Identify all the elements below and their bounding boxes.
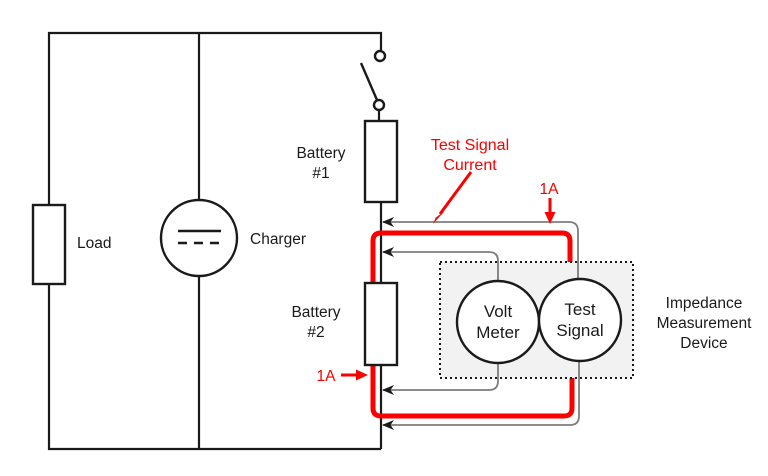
arrowhead-icon	[382, 385, 394, 395]
current-bottom-label: 1A	[317, 368, 337, 385]
load-resistor	[31, 203, 67, 286]
test-signal-label: Test	[564, 300, 595, 319]
components	[31, 49, 399, 367]
sense-wire-voltmeter-bottom	[383, 361, 499, 391]
sense-wire-test-signal-top	[383, 221, 579, 279]
impedance-device-label2: Measurement	[657, 315, 752, 332]
test-signal-current-arrow	[438, 171, 473, 215]
arrowhead-icon	[356, 369, 368, 381]
labels: Load Charger Battery #1 Battery #2 Volt …	[77, 137, 752, 385]
charger-source	[159, 198, 239, 278]
volt-meter-label: Volt	[484, 302, 513, 321]
test-signal-source	[537, 277, 623, 363]
red-annotation-arrows	[341, 171, 556, 381]
switch-contact-top	[373, 49, 387, 63]
test-signal-label2: Signal	[556, 321, 603, 340]
volt-meter-label2: Meter	[476, 323, 520, 342]
sense-wires	[382, 217, 580, 430]
test-signal-current-label2: Current	[443, 157, 497, 174]
volt-meter	[455, 279, 541, 365]
top-rail-wire	[47, 31, 383, 205]
battery1-number: #1	[312, 165, 329, 182]
main-circuit-wires	[47, 31, 383, 451]
load-label: Load	[77, 235, 111, 252]
arrowhead-icon	[433, 211, 445, 224]
bottom-rail-wire	[47, 284, 381, 451]
arrowhead-icon	[382, 420, 394, 430]
current-top-label: 1A	[540, 181, 560, 198]
battery-1	[363, 119, 399, 204]
impedance-device-label3: Device	[680, 335, 727, 352]
battery1-label: Battery	[296, 145, 345, 162]
sense-wire-voltmeter-top	[383, 251, 499, 281]
battery2-label: Battery	[291, 304, 340, 321]
switch-open	[359, 49, 387, 112]
switch-contact-bottom	[372, 98, 386, 112]
test-signal-current-label: Test Signal	[431, 137, 509, 154]
sense-wire-test-signal-bottom	[383, 361, 580, 426]
switch-blade	[359, 62, 379, 101]
impedance-device-label: Impedance	[666, 295, 743, 312]
battery-2	[363, 281, 399, 367]
charger-label: Charger	[250, 231, 306, 248]
arrowhead-icon	[544, 212, 556, 224]
arrowhead-icon	[382, 217, 394, 227]
arrowhead-icon	[382, 247, 394, 257]
battery2-number: #2	[307, 324, 324, 341]
